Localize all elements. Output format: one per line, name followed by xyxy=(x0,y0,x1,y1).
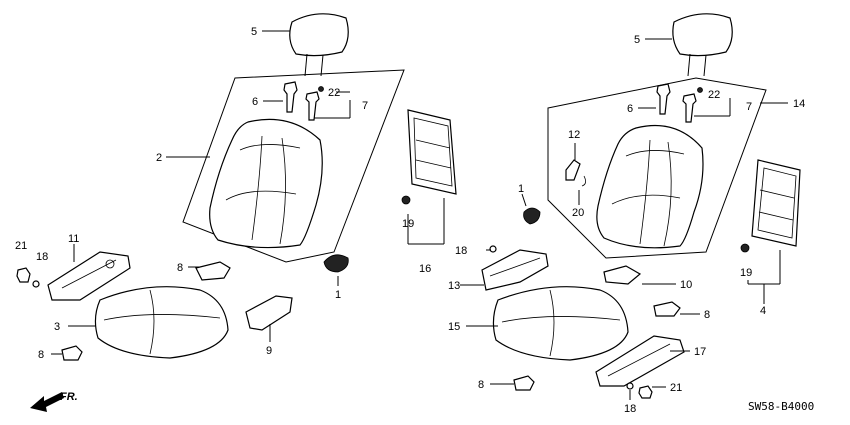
callout-8-left-lower: 8 xyxy=(38,349,44,361)
right-headrest-guides xyxy=(656,83,703,123)
callout-10: 10 xyxy=(680,279,692,291)
left-slide-cover xyxy=(245,295,293,331)
callout-9: 9 xyxy=(266,345,272,357)
callout-18-left: 18 xyxy=(36,251,48,263)
left-seatback-group-outline xyxy=(182,69,405,263)
front-direction-arrow xyxy=(30,392,64,412)
right-bolt-set xyxy=(626,382,653,399)
callout-18-right-upper: 18 xyxy=(455,245,467,257)
left-headrest xyxy=(289,13,349,77)
callout-21-left: 21 xyxy=(15,240,27,252)
right-headrest xyxy=(672,13,733,77)
callout-7-left: 7 xyxy=(362,100,368,112)
left-bracket-upper xyxy=(195,261,231,281)
callout-2: 2 xyxy=(156,152,162,164)
front-direction-label: FR. xyxy=(60,391,78,403)
right-slide-cover xyxy=(603,265,642,285)
right-recliner-mechanism xyxy=(481,249,549,291)
callout-19-right: 19 xyxy=(740,267,752,279)
callout-3: 3 xyxy=(54,321,60,333)
callout-12: 12 xyxy=(568,129,580,141)
right-seat-cushion xyxy=(492,286,629,361)
callout-8-left-upper: 8 xyxy=(177,262,183,274)
callout-1-left: 1 xyxy=(335,289,341,301)
right-upper-bolt xyxy=(489,245,497,253)
right-lumbar-parts xyxy=(565,159,586,187)
diagram-code: SW58-B4000 xyxy=(748,400,814,413)
callout-22-left: 22 xyxy=(328,87,340,99)
right-bracket-lower xyxy=(513,375,535,391)
callout-22-right: 22 xyxy=(708,89,720,101)
callout-1-right: 1 xyxy=(518,183,524,195)
left-seat-cushion xyxy=(94,286,229,359)
callout-13: 13 xyxy=(448,280,460,292)
left-headrest-guides xyxy=(283,81,324,121)
callout-6-right: 6 xyxy=(627,103,633,115)
callout-20: 20 xyxy=(572,207,584,219)
callout-8-right-upper: 8 xyxy=(704,309,710,321)
left-recliner-cover xyxy=(47,251,131,301)
callout-4: 4 xyxy=(760,305,766,317)
left-bolt-set xyxy=(16,267,40,288)
callout-16: 16 xyxy=(419,263,431,275)
callout-14: 14 xyxy=(793,98,805,110)
callout-15: 15 xyxy=(448,321,460,333)
right-recliner-knob xyxy=(523,207,541,225)
right-back-panel xyxy=(740,159,801,253)
callout-7-right: 7 xyxy=(746,101,752,113)
left-seatback xyxy=(209,118,323,249)
callout-5-right: 5 xyxy=(634,34,640,46)
callout-18-right-lower: 18 xyxy=(624,403,636,415)
right-bracket-upper xyxy=(653,301,681,317)
left-bracket-lower xyxy=(61,345,83,361)
right-recliner-cover xyxy=(595,335,685,387)
leader-lines xyxy=(51,30,788,400)
callout-8-right-lower: 8 xyxy=(478,379,484,391)
callout-5-left: 5 xyxy=(251,26,257,38)
callout-6-left: 6 xyxy=(252,96,258,108)
right-seatback xyxy=(596,124,704,249)
callout-11: 11 xyxy=(68,233,79,245)
left-back-panel xyxy=(401,109,457,205)
left-recliner-knob xyxy=(323,254,349,273)
right-seatback-group-outline xyxy=(547,77,767,259)
callout-17: 17 xyxy=(694,346,706,358)
callout-21-right: 21 xyxy=(670,382,682,394)
callout-19-left: 19 xyxy=(402,218,414,230)
